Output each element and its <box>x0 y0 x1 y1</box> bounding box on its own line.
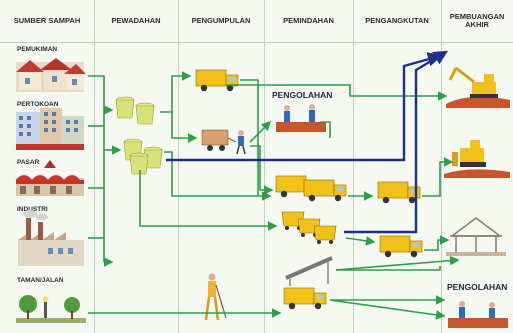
header-sources: SUMBER SAMPAH <box>13 15 81 25</box>
bins-group-bottom <box>123 138 163 175</box>
source-label-residential: PEMUKIMAN <box>17 46 58 53</box>
source-label-shops: PERTOKOAN <box>17 101 59 108</box>
source-label-industry: INDUSTRI <box>17 206 48 213</box>
collection-truck <box>195 69 239 92</box>
excavator-landfill <box>446 66 510 108</box>
shops-illustration <box>16 108 84 150</box>
market-illustration <box>16 160 84 196</box>
blue-flow-arrows <box>166 50 449 234</box>
transfer-truck-3 <box>283 287 327 310</box>
bins-group-top <box>115 96 155 125</box>
source-label-market: PASAR <box>17 159 40 166</box>
street-sweeper-worker <box>204 273 227 321</box>
conveyor-belt <box>285 256 333 286</box>
header-collection: PENGUMPULAN <box>191 15 251 25</box>
source-label-parks: TAMAN/JALAN <box>17 277 64 284</box>
header-transfer: PEMINDAHAN <box>283 15 334 25</box>
park-illustration <box>16 295 86 323</box>
header-divider <box>0 42 513 43</box>
column-divider <box>94 0 95 333</box>
transport-truck-1 <box>377 181 421 204</box>
processing-label-top: PENGOLAHAN <box>272 90 333 100</box>
bulldozer-landfill <box>444 140 510 178</box>
green-flow-arrows <box>88 71 460 320</box>
column-divider <box>264 0 265 333</box>
processing-workers-bottom <box>448 301 508 328</box>
column-divider <box>441 0 442 333</box>
processing-label-bottom: PENGOLAHAN <box>447 282 508 292</box>
houses-illustration <box>16 58 86 92</box>
column-divider <box>353 0 354 333</box>
header-final-disposal: PEMBUANGAN AKHIR <box>449 11 505 29</box>
handcart-worker <box>201 129 246 155</box>
column-divider <box>178 0 179 333</box>
header-transport: PENGANGKUTAN <box>365 15 429 25</box>
header-storage: PEWADAHAN <box>111 15 161 25</box>
transfer-truck-2 <box>303 179 347 202</box>
industry-illustration <box>18 210 84 266</box>
processing-workers-top <box>276 104 326 132</box>
building-structure <box>446 217 506 256</box>
transport-truck-2 <box>379 235 423 258</box>
containers-group <box>281 211 337 245</box>
